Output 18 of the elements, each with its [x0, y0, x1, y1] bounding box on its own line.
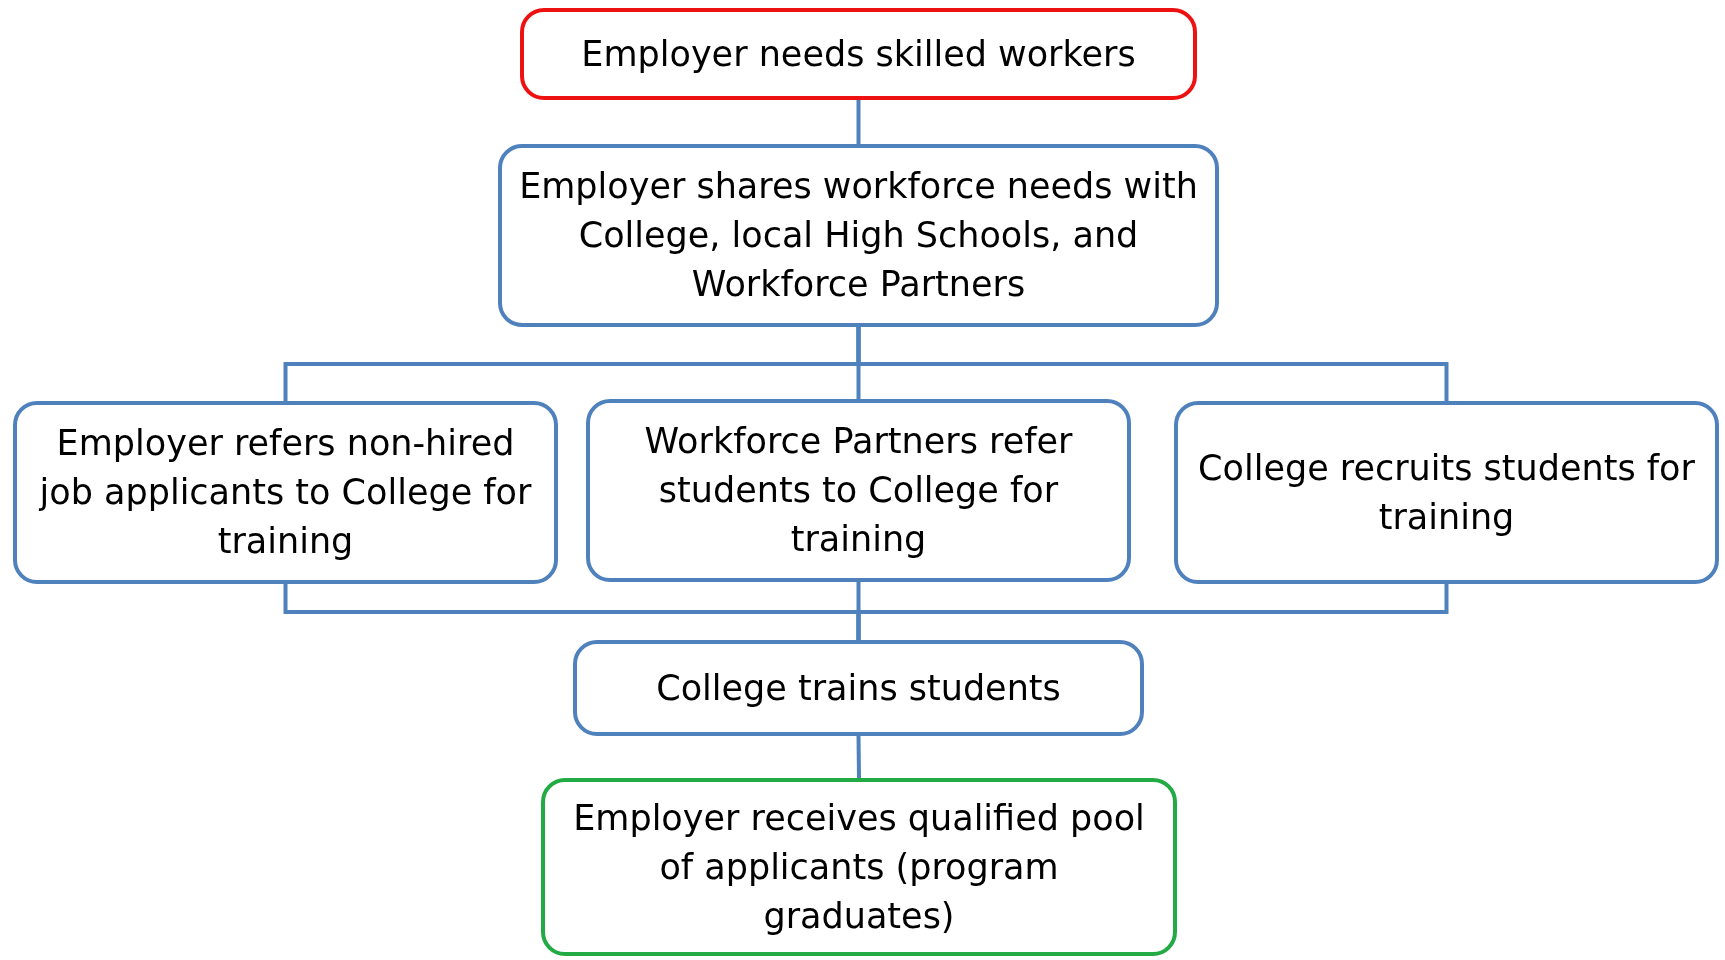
connector-line: [856, 327, 1449, 401]
box-text: Workforce Partners refer students to College for training: [643, 420, 1074, 561]
connector-line: [856, 584, 1449, 640]
box-text: Employer refers non-hired job applicants to College for training: [38, 422, 533, 563]
process-box: [573, 640, 1144, 736]
process-box: [586, 399, 1131, 582]
box-text: Employer shares workforce needs with College, local High Schools, and Workforce Partners: [518, 165, 1199, 306]
process-box: [13, 401, 558, 584]
connector-line: [856, 735, 861, 779]
connector-line: [856, 100, 861, 144]
process-box: [498, 144, 1219, 327]
box-text: College trains students: [656, 666, 1061, 710]
box-text: College recruits students for training: [1197, 446, 1696, 539]
process-box: [541, 778, 1177, 956]
process-box: [1174, 401, 1719, 584]
box-text: Employer receives qualified pool of applicants (program graduates): [572, 796, 1146, 938]
box-text: Employer needs skilled workers: [581, 32, 1136, 76]
process-box: [520, 8, 1197, 100]
